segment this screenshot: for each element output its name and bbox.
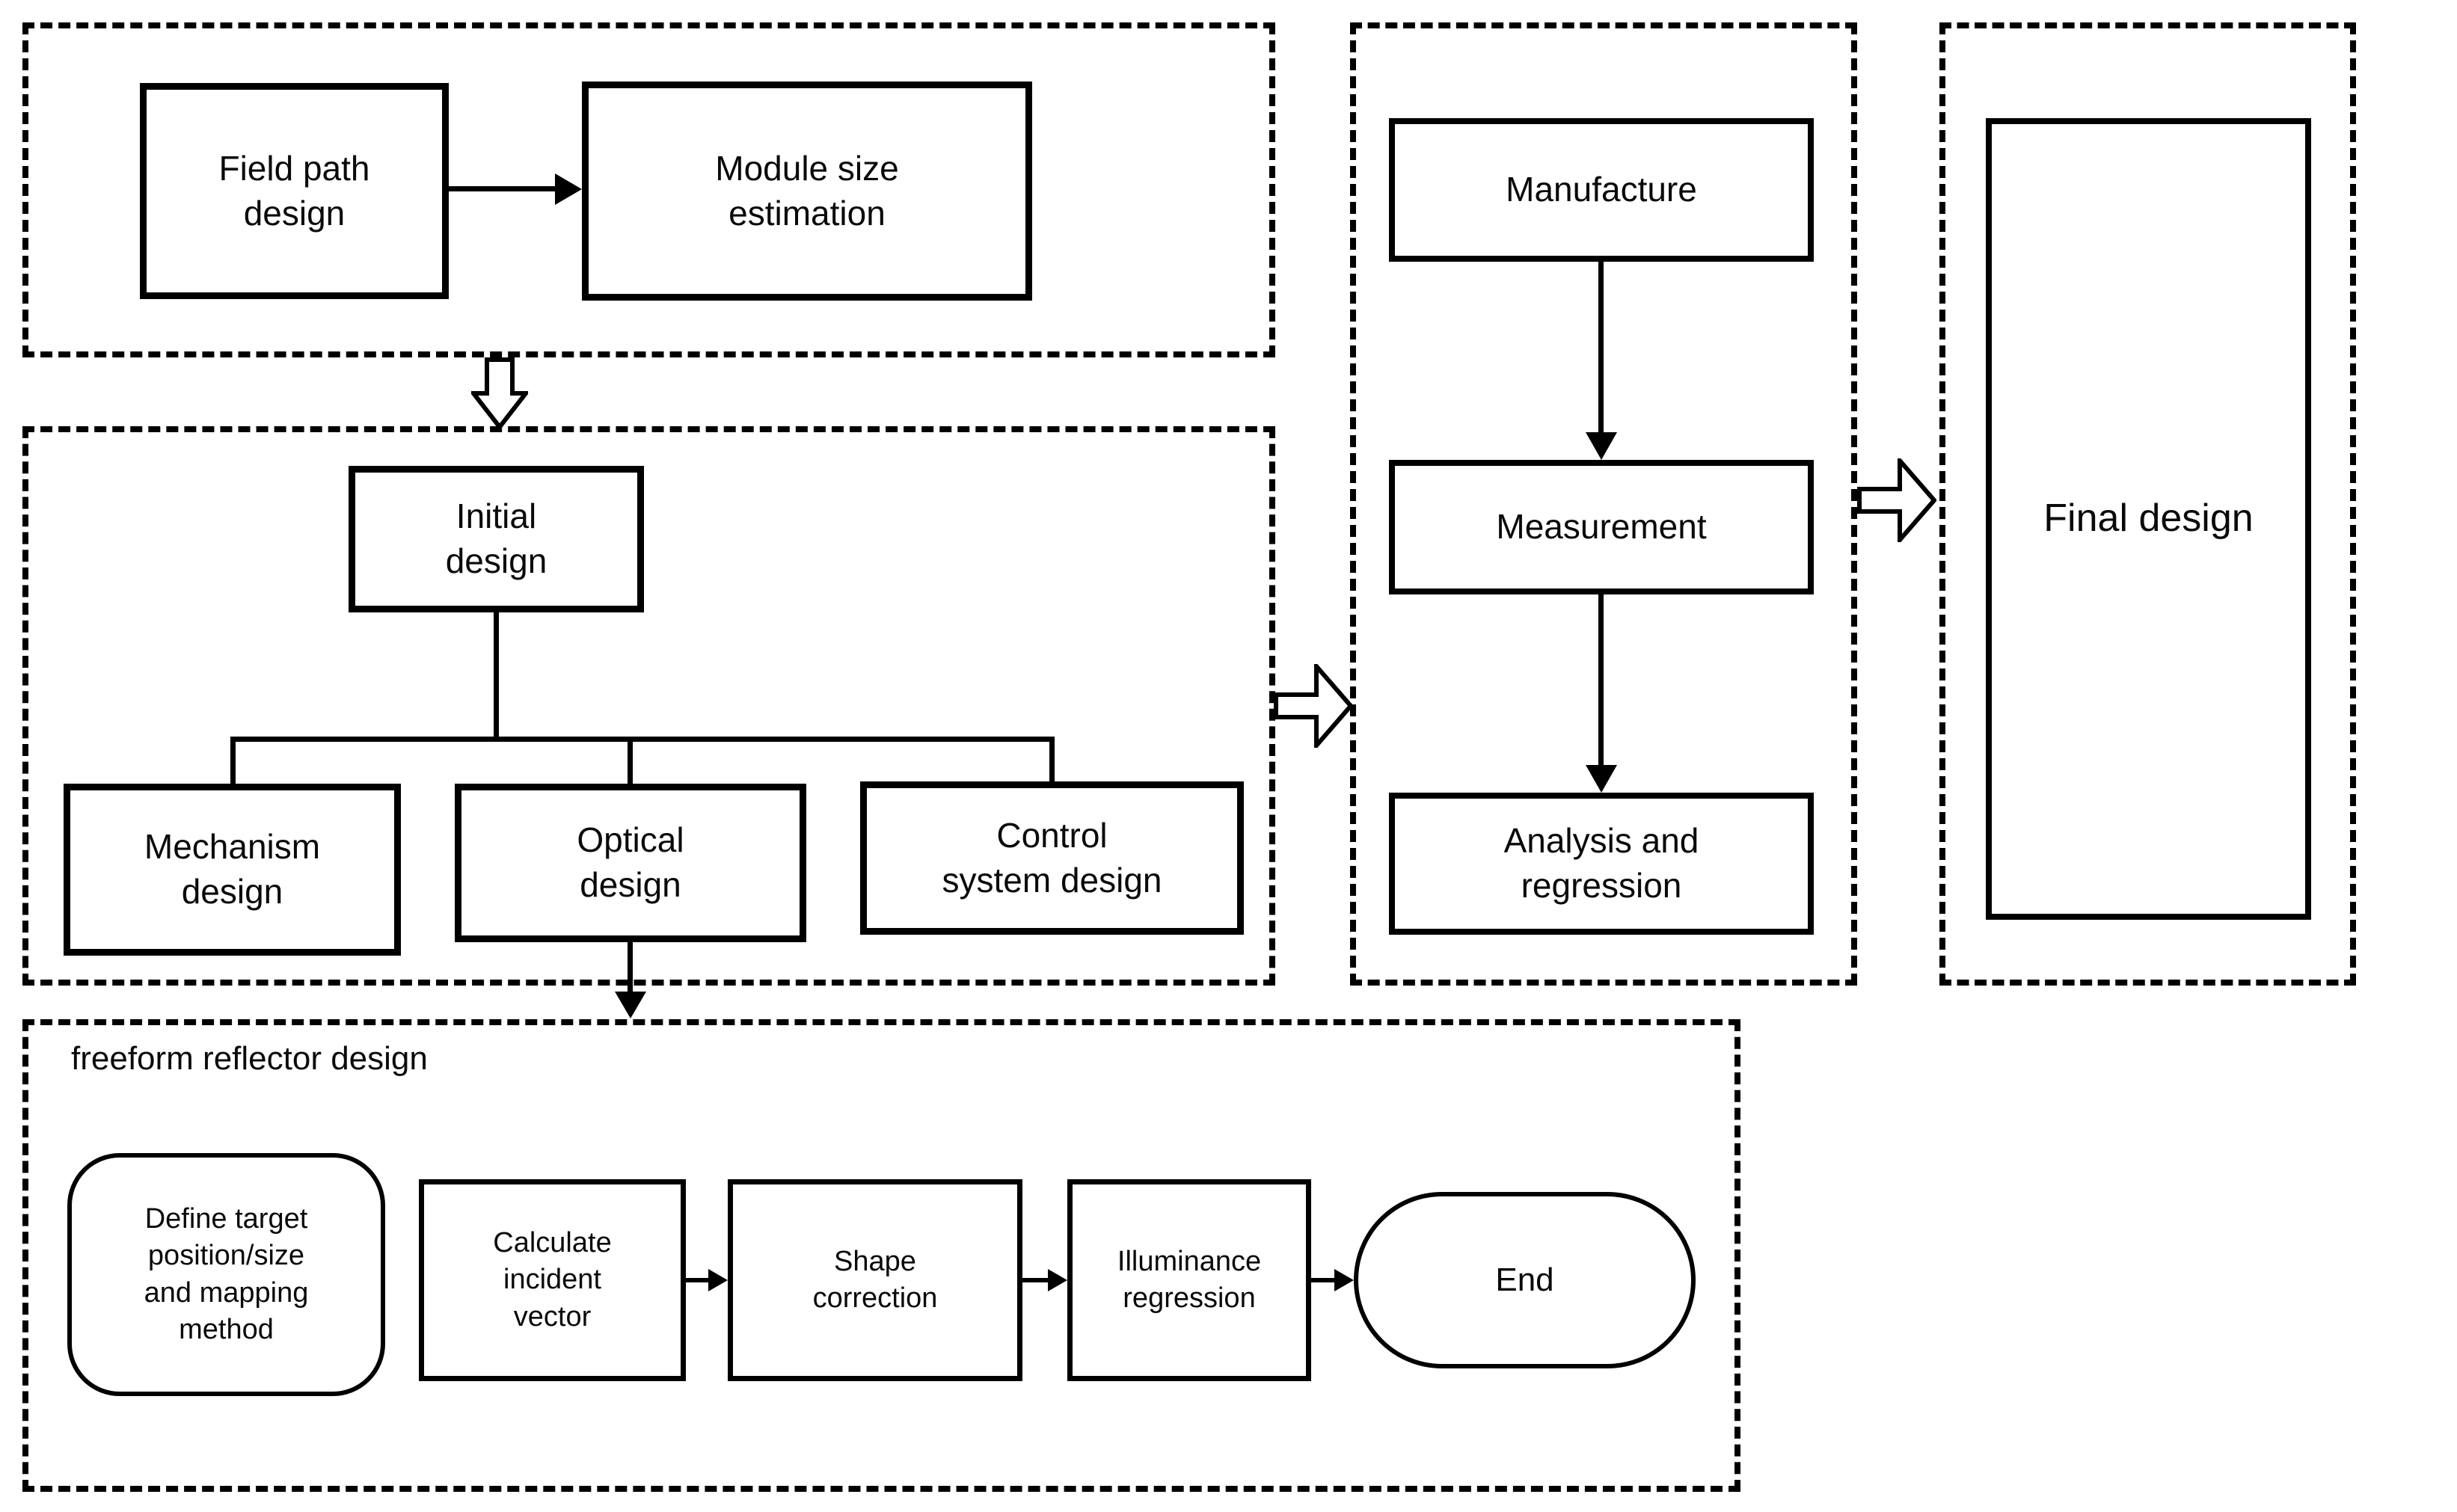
connector-drop-optical: [628, 737, 633, 784]
mechanism-design-box: Mechanism design: [64, 784, 401, 956]
block-arrow-down-icon: [471, 357, 528, 429]
calculate-incident-box: Calculate incident vector: [419, 1179, 686, 1381]
arrow-calculate-to-shape: [686, 1278, 710, 1282]
arrow-illuminance-to-end: [1311, 1278, 1335, 1282]
field-path-design-box: Field path design: [140, 83, 449, 299]
arrow-calculate-to-shape-head: [708, 1269, 728, 1291]
end-box: End: [1354, 1192, 1696, 1368]
control-system-design-box: Control system design: [860, 781, 1244, 935]
arrow-manufacture-to-measurement: [1598, 262, 1604, 432]
arrow-shape-to-illuminance: [1022, 1278, 1049, 1282]
measurement-box: Measurement: [1389, 460, 1814, 594]
connector-branch: [230, 737, 1055, 742]
arrow-field-to-module: [449, 186, 555, 191]
shape-correction-box: Shape correction: [728, 1179, 1022, 1381]
container-final-design: [1939, 22, 2356, 986]
arrow-illuminance-to-end-head: [1334, 1269, 1354, 1291]
freeform-group-label: freeform reflector design: [71, 1040, 428, 1077]
arrow-shape-to-illuminance-head: [1048, 1269, 1067, 1291]
connector-trunk: [494, 612, 499, 737]
manufacture-box: Manufacture: [1389, 118, 1814, 262]
block-arrow-right-1-icon: [1274, 664, 1353, 748]
container-manufacture: [1350, 22, 1857, 986]
connector-drop-mechanism: [230, 737, 236, 784]
arrow-measurement-to-analysis: [1598, 594, 1604, 765]
illuminance-regression-box: Illuminance regression: [1067, 1179, 1311, 1381]
arrow-measurement-to-analysis-head: [1586, 765, 1617, 793]
define-target-box: Define target position/size and mapping …: [67, 1153, 385, 1396]
module-size-estimation-box: Module size estimation: [582, 82, 1032, 301]
connector-drop-control: [1049, 737, 1055, 784]
analysis-regression-box: Analysis and regression: [1389, 793, 1814, 935]
optical-design-box: Optical design: [455, 784, 806, 942]
arrow-manufacture-to-measurement-head: [1586, 432, 1617, 460]
container-initial-design: [22, 426, 1275, 986]
container-freeform-reflector: [22, 1019, 1740, 1492]
block-arrow-right-2-icon: [1857, 458, 1936, 542]
final-design-box: Final design: [1986, 118, 2311, 920]
initial-design-box: Initial design: [349, 466, 644, 612]
arrow-field-to-module-head: [555, 173, 582, 205]
arrow-optical-to-freeform-head: [615, 992, 646, 1018]
arrow-optical-to-freeform: [628, 942, 633, 992]
container-field-planning: [22, 22, 1275, 357]
